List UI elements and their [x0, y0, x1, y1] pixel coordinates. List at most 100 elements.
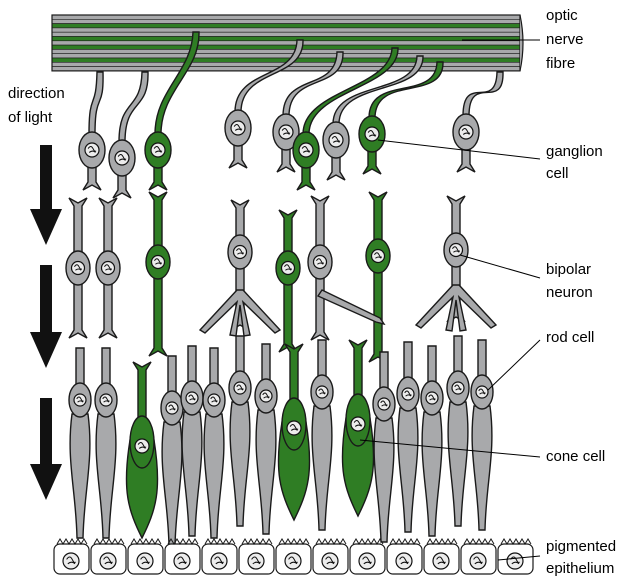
rod-leader-line	[488, 340, 540, 390]
epithelium-label-line1: pigmented	[546, 538, 616, 555]
nerve-fibre-strand	[52, 54, 520, 58]
photoreceptor-layer	[69, 336, 493, 546]
nucleus	[299, 143, 313, 157]
nucleus	[402, 388, 414, 400]
nucleus	[231, 121, 245, 135]
optic-label-line3: fibre	[546, 55, 575, 72]
bipolar-leader-line	[460, 255, 540, 278]
nucleus	[365, 127, 379, 141]
rod-outer-segment	[256, 410, 276, 534]
cone-inner-segment	[133, 362, 151, 420]
epithelium-microvilli	[316, 539, 346, 544]
epithelium-microvilli	[131, 539, 161, 544]
nucleus	[234, 382, 246, 394]
nucleus	[208, 394, 220, 406]
nucleus	[100, 394, 112, 406]
nucleus	[459, 125, 473, 139]
nucleus	[329, 133, 343, 147]
epithelium-microvilli	[57, 539, 87, 544]
rod-outer-segment	[422, 412, 442, 536]
nucleus	[450, 244, 463, 257]
rod-outer-segment	[398, 408, 418, 532]
rod-inner-segment	[210, 348, 218, 386]
epithelium-microvilli	[427, 539, 457, 544]
light-direction-arrows	[30, 145, 62, 500]
epithelium-microvilli	[205, 539, 235, 544]
down-arrow-icon	[30, 398, 62, 500]
nerve-fibre-strand	[52, 37, 520, 41]
nucleus	[115, 151, 129, 165]
rod-inner-segment	[380, 352, 388, 390]
nucleus	[316, 386, 328, 398]
bipolar-label-line1: bipolar	[546, 261, 591, 278]
nucleus	[152, 256, 165, 269]
rod-outer-segment	[96, 414, 116, 538]
cone-inner-segment	[349, 340, 367, 398]
nucleus	[476, 386, 488, 398]
rod-outer-segment	[204, 414, 224, 538]
nerve-fibre-strand	[52, 41, 520, 45]
nucleus	[85, 143, 99, 157]
nucleus	[260, 390, 272, 402]
nucleus	[396, 553, 412, 569]
epithelium-microvilli	[501, 539, 531, 544]
nerve-fibre-strand	[52, 24, 520, 28]
nucleus	[234, 246, 247, 259]
nucleus	[470, 553, 486, 569]
epithelium-microvilli	[390, 539, 420, 544]
nucleus	[314, 256, 327, 269]
direction-label-line2: of light	[8, 109, 53, 126]
rod-outer-segment	[312, 406, 332, 530]
ganglion-axon	[89, 72, 103, 134]
optic-label-line1: optic	[546, 7, 578, 24]
epithelium-microvilli	[242, 539, 272, 544]
pigmented-epithelium-layer	[54, 539, 533, 574]
nerve-fibre-strand	[52, 58, 520, 62]
rod-outer-segment	[162, 422, 182, 546]
nucleus	[166, 402, 178, 414]
rod-outer-segment	[472, 406, 492, 530]
rod-outer-segment	[448, 402, 468, 526]
cone-inner-segment	[285, 344, 303, 402]
nucleus	[137, 553, 153, 569]
nucleus	[63, 553, 79, 569]
bipolar-neuron-layer	[66, 192, 496, 362]
nucleus	[452, 382, 464, 394]
ganglion-label-line1: ganglion	[546, 143, 603, 160]
ganglion-label-line2: cell	[546, 165, 569, 182]
rod-inner-segment	[454, 336, 462, 374]
rod-inner-segment	[236, 336, 244, 374]
epithelium-label-line2: epithelium	[546, 560, 614, 576]
direction-label-line1: direction	[8, 85, 65, 102]
nerve-fibre-strand	[52, 28, 520, 32]
rod-inner-segment	[404, 342, 412, 380]
nucleus	[507, 553, 523, 569]
down-arrow-icon	[30, 145, 62, 245]
nucleus	[174, 553, 190, 569]
nerve-fibre-strand	[52, 49, 520, 53]
nucleus	[372, 250, 385, 263]
nerve-fibre-strand	[52, 15, 520, 19]
nerve-bundle-end	[520, 15, 523, 71]
nucleus	[135, 439, 149, 453]
nucleus	[322, 553, 338, 569]
nucleus	[248, 553, 264, 569]
nerve-fibre-strand	[52, 32, 520, 36]
nucleus	[102, 262, 115, 275]
nucleus	[186, 392, 198, 404]
epithelium-microvilli	[464, 539, 494, 544]
rod-inner-segment	[428, 346, 436, 384]
cone-label: cone cell	[546, 448, 605, 465]
nucleus	[279, 125, 293, 139]
optic-label-line2: nerve	[546, 31, 584, 48]
nerve-fibre-strand	[52, 45, 520, 49]
rod-inner-segment	[262, 344, 270, 382]
nucleus	[285, 553, 301, 569]
rod-outer-segment	[230, 402, 250, 526]
rod-inner-segment	[168, 356, 176, 394]
nucleus	[359, 553, 375, 569]
bipolar-label-line2: neuron	[546, 284, 593, 301]
rod-inner-segment	[76, 348, 84, 386]
nucleus	[74, 394, 86, 406]
